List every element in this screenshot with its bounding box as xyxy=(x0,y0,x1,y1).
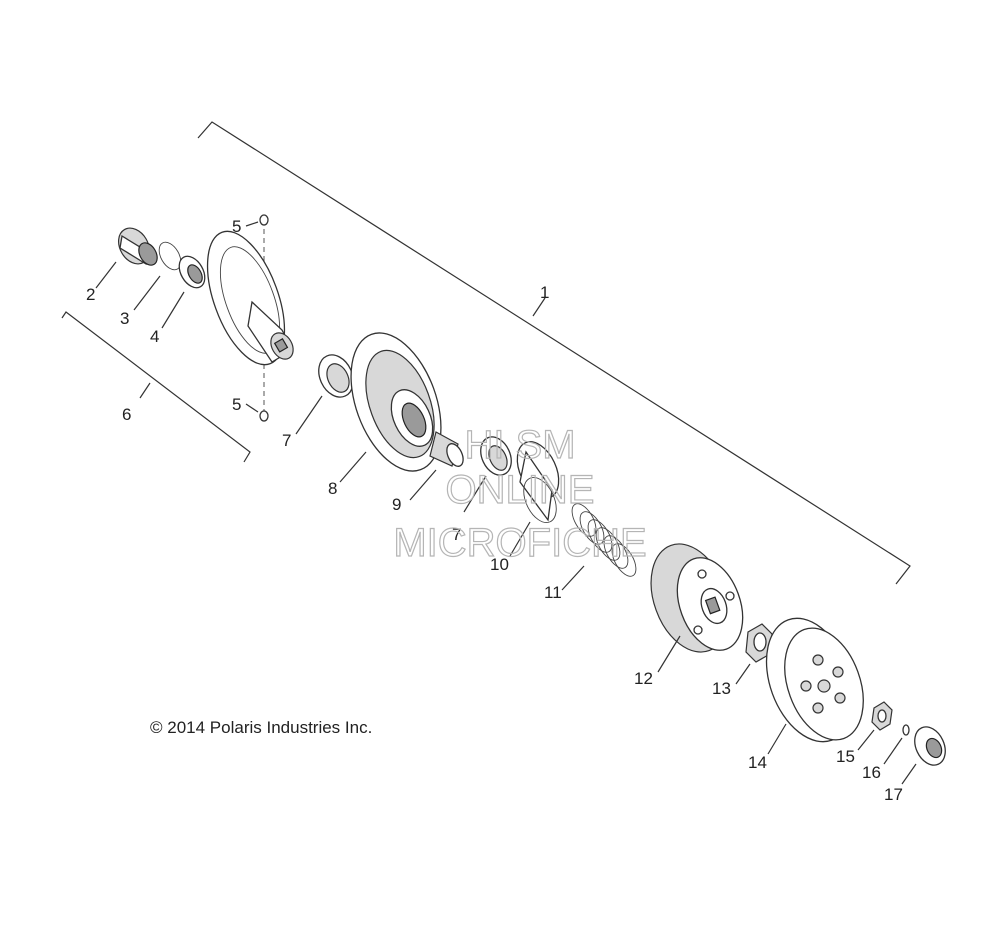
part-2-needle-bearing xyxy=(95,227,158,289)
watermark: HI SM ONLINE MICROFICHE xyxy=(393,422,648,565)
part-7-oil-seal-lower xyxy=(463,436,512,513)
callout-7-lower: 7 xyxy=(452,525,461,544)
watermark-line-1: HI SM xyxy=(464,423,575,467)
part-17-cap xyxy=(901,726,946,785)
part-4-bearing xyxy=(161,255,206,329)
part-8-movable-sheave xyxy=(339,332,442,483)
callout-labels: 1 2 3 4 5 5 6 7 7 8 9 10 11 12 13 14 15 … xyxy=(86,217,903,804)
callout-11: 11 xyxy=(544,583,562,602)
part-13-nut xyxy=(735,623,773,685)
callout-12: 12 xyxy=(634,669,653,688)
callout-4: 4 xyxy=(150,327,159,346)
callout-16: 16 xyxy=(862,763,881,782)
callout-10: 10 xyxy=(490,555,509,574)
part-9-sleeve xyxy=(409,431,464,501)
assembly-bracket-1 xyxy=(197,121,911,585)
callout-6: 6 xyxy=(122,405,131,424)
part-10-collar xyxy=(509,441,560,557)
part-15-nut xyxy=(857,701,893,751)
callout-17: 17 xyxy=(884,785,903,804)
callout-1: 1 xyxy=(540,283,549,302)
watermark-line-2: ONLINE xyxy=(446,468,595,512)
callout-7-upper: 7 xyxy=(282,431,291,450)
watermark-line-3: MICROFICHE xyxy=(393,521,646,565)
assembly-bracket-6 xyxy=(61,311,251,463)
part-14-clutch-drum xyxy=(765,617,864,755)
part-7-oil-seal xyxy=(295,354,354,435)
part-3-snap-ring xyxy=(133,241,182,311)
callout-15: 15 xyxy=(836,747,855,766)
part-fixed-sheave xyxy=(206,230,294,366)
callout-8: 8 xyxy=(328,479,337,498)
callout-9: 9 xyxy=(392,495,401,514)
callout-13: 13 xyxy=(712,679,731,698)
callout-5-bottom: 5 xyxy=(232,395,241,414)
part-11-spring xyxy=(561,503,637,591)
part-16-washer xyxy=(883,724,910,765)
part-12-clutch-shoes xyxy=(650,543,744,673)
callout-2: 2 xyxy=(86,285,95,304)
callout-14: 14 xyxy=(748,753,767,772)
copyright-notice: © 2014 Polaris Industries Inc. xyxy=(150,718,372,737)
callout-3: 3 xyxy=(120,309,129,328)
callout-5-top: 5 xyxy=(232,217,241,236)
